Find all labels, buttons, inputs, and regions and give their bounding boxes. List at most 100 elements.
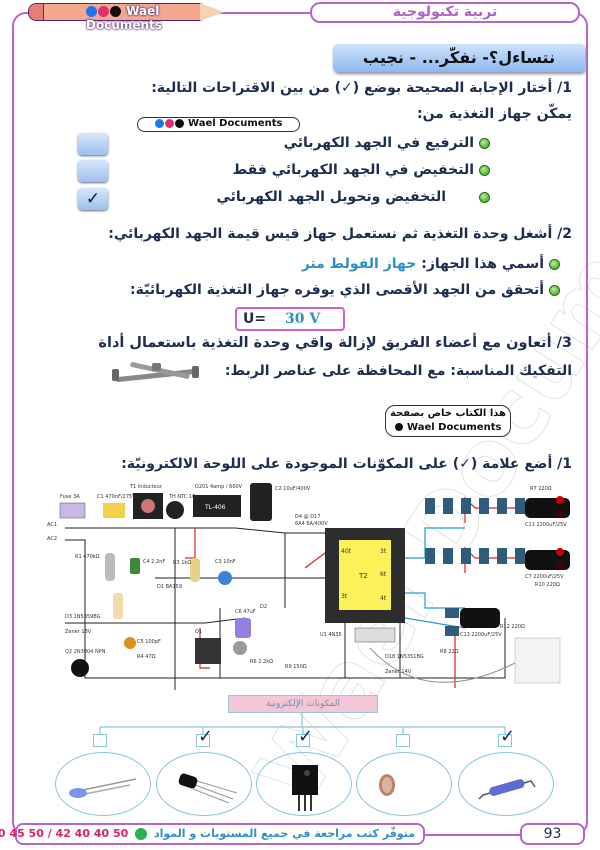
facebook-icon — [86, 6, 97, 17]
circuit-label: R10 220Ω — [535, 582, 560, 588]
q3-line-2: التفكيك المناسبة: مع المحافظة على عناصر … — [224, 363, 572, 379]
circuit-label: R1 470kΩ — [75, 554, 100, 560]
brand-name: Wael Documents — [86, 4, 162, 32]
tiktok-icon — [110, 6, 121, 17]
option-label: التخفيض وتحويل الجهد الكهربائي — [216, 189, 446, 205]
circuit-label: D3 1N5359BG — [65, 614, 101, 620]
circuit-label: 3t — [380, 548, 387, 555]
brand-name: Wael Documents — [407, 422, 502, 433]
voltage-label: U= — [243, 311, 267, 327]
component-led — [55, 752, 151, 816]
badge-line-1: هذا الكتاب خاص بصفحة — [390, 408, 506, 419]
circuit-label: Fuse 3A — [60, 494, 80, 500]
option-label: الترفيع في الجهد الكهربائي — [283, 135, 474, 151]
badge-line-2: Wael Documents — [386, 421, 510, 435]
circuit-label: C7 2200uF/25V — [525, 574, 564, 580]
option-1: الترفيع في الجهد الكهربائي — [284, 135, 490, 151]
brand-pencil-logo: Wael Documents — [28, 3, 226, 32]
bullet-icon — [479, 164, 490, 176]
bullet-label: أسمي هذا الجهاز: — [421, 256, 544, 272]
circuit-label: AC2 — [47, 536, 57, 542]
ownership-badge: هذا الكتاب خاص بصفحة Wael Documents — [385, 405, 511, 437]
voltage-value: 30 V — [284, 311, 321, 327]
power-transistor-image — [292, 765, 318, 811]
option-2: التخفيض في الجهد الكهربائي فقط — [233, 162, 490, 178]
q1-prompt: 1/ أختار الإجابة الصحيحة بوضع (✓) من بين… — [151, 80, 572, 96]
component-transistor — [156, 752, 252, 816]
bullet-label: أتحقق من الجهد الأقصى الذي يوفره جهاز ال… — [130, 282, 544, 298]
tiktok-icon — [174, 118, 184, 128]
q2-prompt: 2/ أشغل وحدة التغذية ثم نستعمل جهاز قيس … — [108, 226, 572, 242]
circuit-label: D18 1N5351BG — [385, 654, 424, 660]
whatsapp-icon — [135, 828, 148, 840]
circuit-label: C2 10uF/400V — [275, 486, 311, 492]
circuit-label: D4 @ D17 — [295, 514, 320, 520]
check-icon: ✓ — [298, 726, 314, 747]
circuit-label: R8 22Ω — [440, 649, 459, 655]
circuit-label: R7 220Ω — [530, 486, 552, 492]
brand-badge: Wael Documents — [137, 117, 300, 132]
q2-bullet-1: أسمي هذا الجهاز: جهاز الفولط متر — [302, 256, 560, 272]
facebook-icon — [394, 423, 403, 431]
category-label: المكونات الإلكترونية — [228, 695, 378, 713]
circuit-label: C3 10nF — [215, 559, 236, 565]
circuit-label: R6 2.2kΩ — [250, 659, 273, 665]
circuit-label: Zener 14V — [385, 669, 412, 675]
section-heading: نتساءل؟- نفكّر... - نجيب — [333, 44, 585, 72]
q1-stem: يمكّن جهاز التغذية من: — [416, 106, 572, 122]
resistor-image — [478, 779, 536, 800]
circuit-label: R3 1kΩ — [173, 560, 191, 566]
footer-text: متوفّر كتب مراجعة في جميع المستويات و ال… — [153, 827, 415, 840]
circuit-label: Q2 2N3904 NPN — [65, 649, 106, 655]
circuit-label: 6A4 6A/400V — [295, 521, 328, 527]
circuit-label: C13 2200uF/25V — [460, 632, 502, 638]
component-checkbox-resistor[interactable] — [498, 734, 512, 747]
bullet-icon — [549, 258, 560, 270]
circuit-label: Q1 — [195, 629, 202, 635]
voltage-answer-box: U= 30 V — [235, 307, 345, 331]
component-checkbox-led[interactable] — [93, 734, 107, 747]
circuit-label: TH NTC 16 — [168, 494, 195, 500]
circuit-label: TL-406 — [204, 504, 226, 511]
option-3: التخفيض وتحويل الجهد الكهربائي — [216, 189, 490, 205]
circuit-label: 6t — [380, 571, 387, 578]
brand-name: Wael Documents — [188, 118, 283, 129]
check-icon: ✓ — [85, 189, 101, 209]
check-icon: ✓ — [500, 726, 516, 747]
instagram-icon — [164, 118, 174, 128]
q3-line-1: 3/ أتعاون مع أعضاء الفريق لإزالة واقي وح… — [98, 335, 572, 351]
instagram-icon — [98, 6, 109, 17]
led-image — [69, 778, 137, 798]
facebook-icon — [154, 118, 164, 128]
circuit-label: Zener 18V — [65, 629, 92, 635]
circuit-label: AC1 — [47, 522, 57, 528]
tree-connectors — [99, 712, 506, 735]
device-answer: جهاز الفولط متر — [301, 256, 417, 272]
circuit-label: T1 Inducteur — [129, 484, 163, 490]
circuit-label: D201 4amp / 600V — [195, 484, 243, 490]
component-ldr — [356, 752, 452, 816]
option-1-checkbox[interactable] — [78, 133, 108, 155]
component-checkbox-transistor[interactable] — [196, 734, 210, 747]
circuit-label: C4 2.2nF — [143, 559, 165, 565]
option-3-checkbox[interactable]: ✓ — [78, 188, 108, 210]
circuit-label: C1 470nF/275V — [97, 494, 136, 500]
circuit-label: 4t — [380, 595, 387, 602]
bullet-icon — [549, 284, 560, 296]
circuit-label: R12 220Ω — [500, 624, 525, 630]
option-2-checkbox[interactable] — [78, 160, 108, 182]
q2-bullet-2: أتحقق من الجهد الأقصى الذي يوفره جهاز ال… — [130, 282, 560, 298]
subject-title: تربية تكنولوجية — [310, 2, 580, 23]
circuit-label: C6 47uF — [235, 609, 256, 615]
bullet-icon — [479, 191, 490, 203]
circuit-label: C5 100pF — [137, 639, 161, 645]
check-icon: ✓ — [198, 726, 214, 747]
component-checkbox-ldr[interactable] — [396, 734, 410, 747]
footer-banner: متوفّر كتب مراجعة في جميع المستويات و ال… — [0, 823, 425, 845]
circuit-label: C11 2200uF/25V — [525, 522, 567, 528]
component-resistor — [458, 752, 554, 816]
footer-phones: 40 40 45 50 / 42 40 40 50 — [0, 827, 129, 840]
component-checkbox-power-transistor[interactable] — [296, 734, 310, 747]
ldr-image — [379, 774, 395, 796]
circuit-label: 40t — [341, 548, 352, 555]
